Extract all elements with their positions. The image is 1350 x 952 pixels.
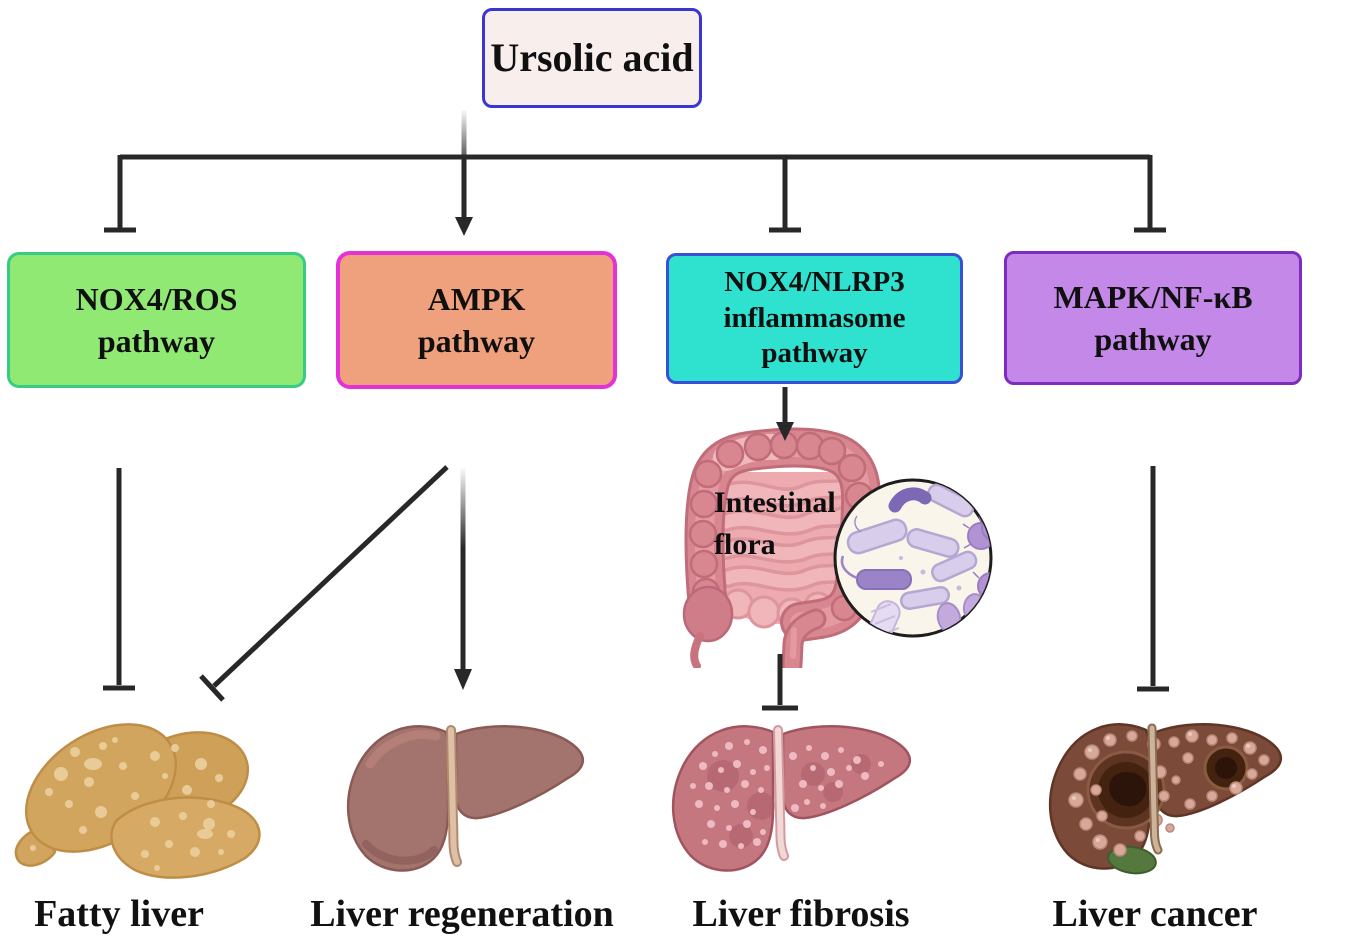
tbar-mapk-to-cancer-icon <box>1137 466 1169 692</box>
title-box: Ursolic acid <box>482 8 702 108</box>
tumor-crater-left <box>1086 750 1166 830</box>
cancer-nodules <box>1068 729 1270 857</box>
arrow-title-to-ampk <box>455 110 473 236</box>
outcome-label-fatty-liver: Fatty liver <box>34 893 204 935</box>
fatty-spots <box>30 737 235 871</box>
curved-bacterium <box>888 487 932 513</box>
pathway-box-nox4-nlrp3: NOX4/NLRP3 inflammasome pathway <box>666 253 963 384</box>
pathway-label-line: MAPK/NF-κB <box>1053 278 1253 315</box>
outcome-label-liver-cancer: Liver cancer <box>1052 893 1258 935</box>
intestinal-flora-label: Intestinal flora <box>714 486 836 561</box>
pathway-box-nox4-ros: NOX4/ROS pathway <box>7 252 306 388</box>
tbar-nox4ros-to-fatty-icon <box>103 468 135 691</box>
pathway-label-line: inflammasome <box>723 301 906 334</box>
tumor-crater-right <box>1203 745 1249 791</box>
pathway-label-line: NOX4/ROS <box>75 280 238 317</box>
tbar-ampk-to-fatty-icon <box>199 465 449 702</box>
fibrosis-nodules <box>690 739 884 849</box>
cecum-appendix <box>682 585 734 668</box>
tbar-title-to-nlrp3-icon <box>769 155 801 233</box>
outcome-label-liver-regeneration: Liver regeneration <box>310 893 614 935</box>
outcome-label-liver-fibrosis: Liver fibrosis <box>692 893 910 935</box>
cancer-liver-illustration <box>1048 723 1282 875</box>
falciform-ligament <box>773 725 789 861</box>
pathway-label-line: AMPK <box>427 280 526 317</box>
falciform-ligament <box>446 725 462 867</box>
flagellated-rod <box>840 555 912 590</box>
bacteria-magnifier-icon <box>833 478 993 638</box>
pathway-label-line: pathway <box>417 323 536 359</box>
regeneration-liver-illustration <box>346 725 584 872</box>
pathway-box-mapk-nfkb: MAPK/NF-κB pathway <box>1004 251 1302 385</box>
fatty-liver-illustration <box>14 723 261 879</box>
tbar-title-to-nox4ros-icon <box>104 155 136 233</box>
tbar-title-to-mapk-icon <box>1134 155 1166 233</box>
pathway-box-ampk: AMPK pathway <box>336 251 617 389</box>
title-label: Ursolic acid <box>490 34 694 80</box>
pathway-label-line: pathway <box>97 323 216 359</box>
fibrosis-liver-illustration <box>671 725 911 872</box>
arrow-ampk-to-regeneration-icon <box>454 468 472 690</box>
falciform-ligament <box>1147 723 1163 855</box>
pathway-label-line: pathway <box>1094 321 1212 357</box>
pathway-label-line: NOX4/NLRP3 <box>724 266 905 299</box>
rectum <box>781 608 827 668</box>
pathway-label-line: pathway <box>761 337 868 370</box>
